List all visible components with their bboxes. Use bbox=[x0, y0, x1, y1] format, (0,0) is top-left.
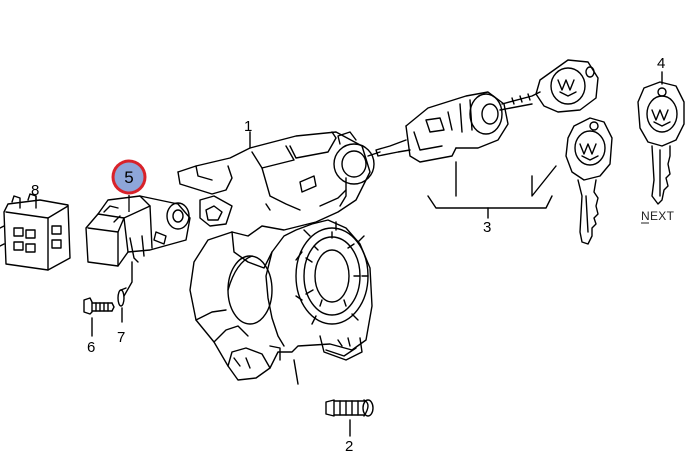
part-8-connector[interactable] bbox=[0, 193, 71, 271]
callout-7[interactable]: 7 bbox=[117, 329, 125, 346]
spare-key[interactable] bbox=[565, 117, 613, 245]
callout-1[interactable]: 1 bbox=[244, 118, 252, 135]
part-2-bolt[interactable] bbox=[325, 399, 374, 417]
leader-line-3 bbox=[455, 161, 557, 197]
callout-8[interactable]: 8 bbox=[31, 182, 39, 199]
part-6-screw[interactable] bbox=[83, 297, 115, 315]
next-link[interactable]: NEXT bbox=[641, 209, 675, 224]
callout-2[interactable]: 2 bbox=[345, 438, 353, 455]
part-1-lock-housing[interactable] bbox=[177, 131, 375, 385]
callout-4[interactable]: 4 bbox=[657, 55, 665, 72]
bracket-3 bbox=[427, 195, 553, 209]
part-5-ignition-switch[interactable] bbox=[85, 195, 191, 267]
callout-6[interactable]: 6 bbox=[87, 339, 95, 356]
part-3-lock-cylinder[interactable] bbox=[367, 91, 541, 163]
callout-5: 5 bbox=[124, 168, 133, 187]
leader-line-5 bbox=[123, 261, 133, 297]
next-link-label[interactable]: NEXT bbox=[641, 209, 675, 223]
part-7-washer[interactable] bbox=[117, 287, 127, 307]
highlight-fill bbox=[114, 162, 144, 192]
part-4-key[interactable] bbox=[637, 81, 685, 205]
callout-3[interactable]: 3 bbox=[483, 219, 491, 236]
callout-5-highlight[interactable]: 5 bbox=[111, 159, 147, 195]
key-in-cylinder[interactable] bbox=[535, 59, 599, 113]
